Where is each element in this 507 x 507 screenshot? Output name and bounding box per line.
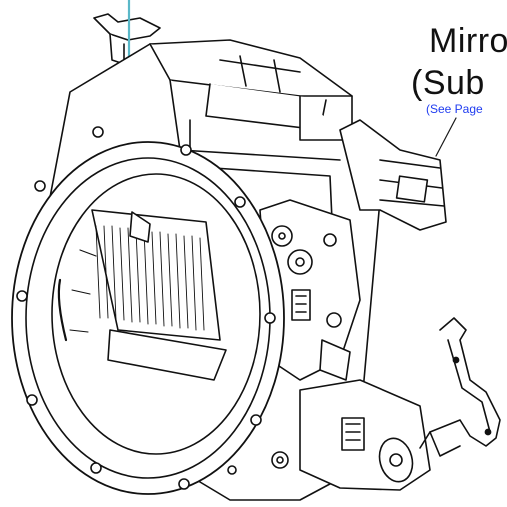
callout-title-line-1: Mirro [429,22,507,60]
flex-cable [419,317,501,457]
top-bracket [93,13,161,65]
mount-screws [16,126,276,490]
lower-mechanism [271,379,431,491]
mirror-chamber [57,209,227,381]
callout-leader [435,117,457,157]
side-mechanism [259,199,361,439]
page-reference-link[interactable]: (See Page [426,102,483,116]
callout-title-line-2: (Sub [411,64,485,102]
side-bracket [339,119,447,231]
